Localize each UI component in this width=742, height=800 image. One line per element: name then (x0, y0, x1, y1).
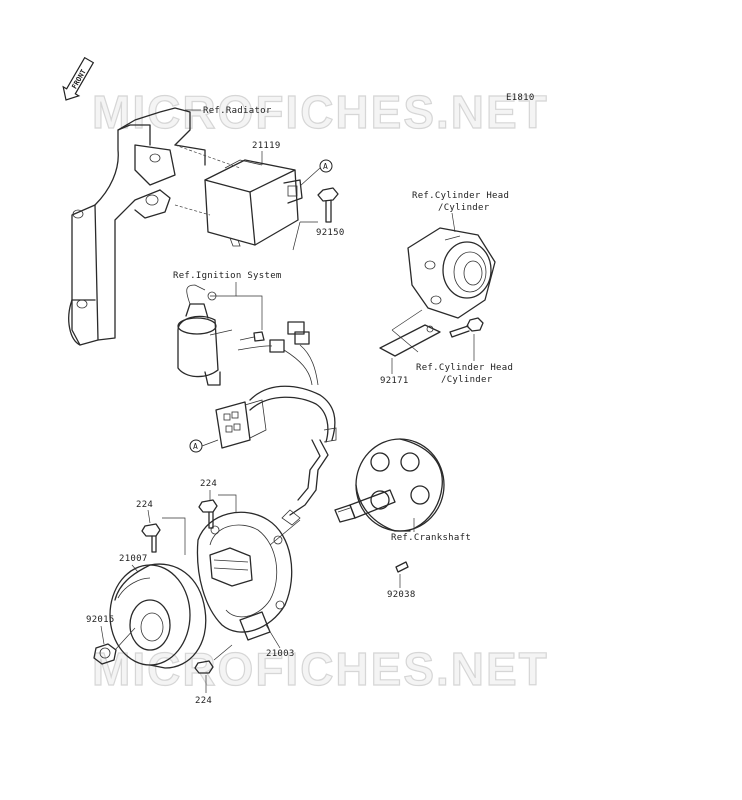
part-92150: 92150 (316, 228, 345, 238)
diagram-code: E1810 (506, 93, 535, 103)
bolt-92150 (317, 187, 339, 223)
part-21119: 21119 (252, 141, 281, 151)
front-arrow-icon: FRONT (62, 56, 95, 101)
ref-cyl-head-top-1: Ref.Cylinder Head (412, 191, 509, 201)
woodruff-key-92038 (395, 561, 409, 573)
screw-224-c (194, 660, 214, 674)
ref-crankshaft-label: Ref.Crankshaft (391, 533, 471, 543)
ref-cyl-head-bottom-2: /Cylinder (441, 375, 493, 385)
part-92038: 92038 (387, 590, 416, 600)
wiring-harness (249, 385, 337, 526)
part-224-b: 224 (200, 479, 217, 489)
bolt-cylinder (449, 317, 484, 338)
nut-92015 (93, 643, 117, 665)
part-21003: 21003 (266, 649, 295, 659)
cdi-unit-21119 (204, 159, 303, 247)
part-92015: 92015 (86, 615, 115, 625)
cylinder-head (407, 227, 496, 319)
part-21007: 21007 (119, 554, 148, 564)
ignition-coil (177, 284, 233, 386)
wire-connectors (237, 321, 319, 386)
connector-block (215, 399, 267, 449)
connector-a-lower-label: A (193, 442, 198, 451)
flywheel-plate (355, 438, 445, 532)
crankshaft-shaft (334, 489, 396, 523)
frame-bracket (68, 107, 206, 346)
ground-strap-92171 (379, 324, 441, 357)
ref-cyl-head-bottom-1: Ref.Cylinder Head (416, 363, 513, 373)
part-224-a: 224 (136, 500, 153, 510)
screw-coil (239, 331, 265, 342)
connector-a-marker-upper (319, 159, 333, 173)
watermark-bottom: MICROFICHES.NET (92, 643, 549, 695)
ref-ignition-label: Ref.Ignition System (173, 271, 282, 281)
ref-cyl-head-top-2: /Cylinder (438, 203, 490, 213)
screw-224-b (198, 499, 218, 529)
ref-radiator-label: Ref.Radiator (203, 106, 272, 116)
part-92171: 92171 (380, 376, 409, 386)
screw-224-a (141, 523, 161, 553)
part-224-c: 224 (195, 696, 212, 706)
watermark-top: MICROFICHES.NET (92, 86, 549, 138)
rotor-21007 (109, 563, 207, 669)
stator-plate-21003 (196, 511, 301, 641)
connector-a-upper-label: A (323, 162, 328, 171)
